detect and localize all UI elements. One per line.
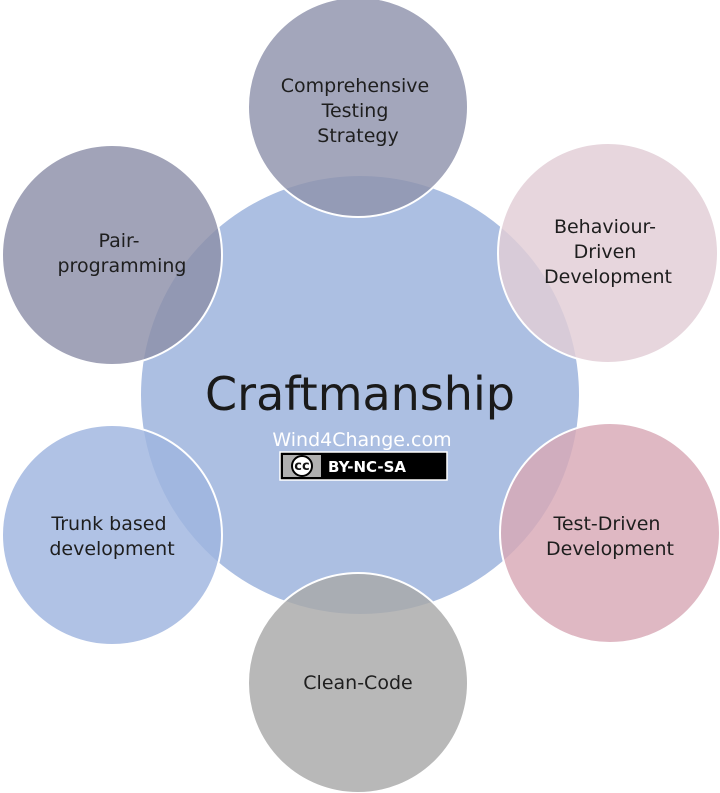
node-label-pair: Pair- programming	[58, 230, 187, 277]
node-label-bdd: Behaviour- Driven Development	[544, 216, 672, 288]
node-circle-pair	[1, 144, 223, 366]
cc-icon	[291, 455, 313, 477]
node-label-tdd: Test-Driven Development	[546, 513, 674, 560]
watermark-text: Wind4Change.com	[272, 429, 451, 451]
cc-icon-text: cc	[294, 459, 309, 474]
node-label-testing: Comprehensive Testing Strategy	[281, 75, 435, 147]
node-circle-clean-code	[247, 572, 469, 793]
node-circle-tdd	[499, 422, 720, 644]
center-title: Craftmanship	[205, 367, 515, 421]
node-label-trunk: Trunk based development	[49, 513, 174, 560]
node-circle-trunk	[1, 424, 223, 646]
license-badge-text: BY-NC-SA	[328, 458, 406, 476]
node-circle-testing	[247, 0, 469, 218]
node-circle-bdd	[497, 142, 719, 364]
node-label-clean-code: Clean-Code	[303, 672, 412, 694]
license-badge: cc BY-NC-SA	[279, 451, 448, 481]
